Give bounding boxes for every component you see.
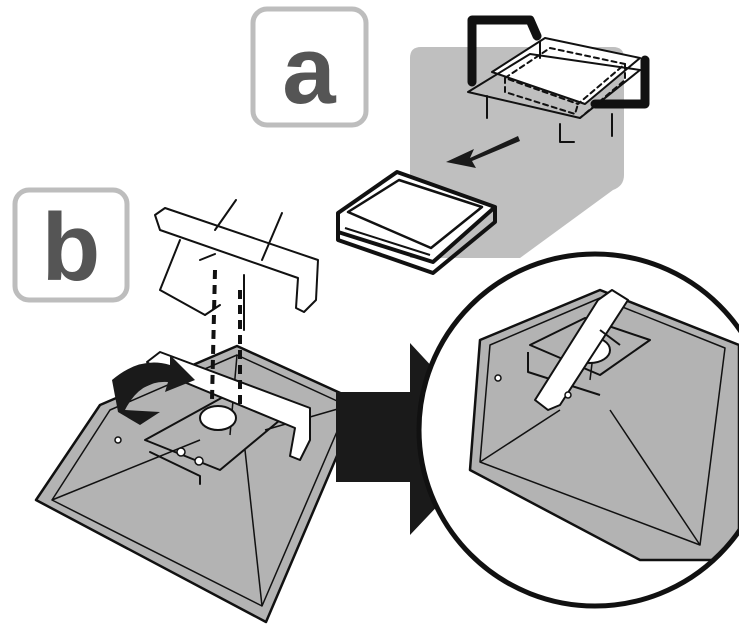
remove-arrow-icon — [446, 136, 520, 168]
lifted-rack-icon — [154, 199, 319, 331]
drip-tray-icon — [336, 170, 497, 275]
step-a-letter: a — [282, 17, 336, 124]
step-b-letter: b — [42, 194, 101, 301]
wire-rack-icon — [467, 15, 650, 143]
step-b-group: b — [12, 187, 362, 624]
magnified-detail-icon — [416, 251, 739, 609]
rotate-arrow-icon — [112, 355, 195, 425]
step-b-label: b — [12, 187, 130, 303]
alignment-guide-lines — [210, 269, 242, 405]
step-a-group: a — [250, 6, 650, 275]
step-a-label: a — [250, 6, 369, 128]
